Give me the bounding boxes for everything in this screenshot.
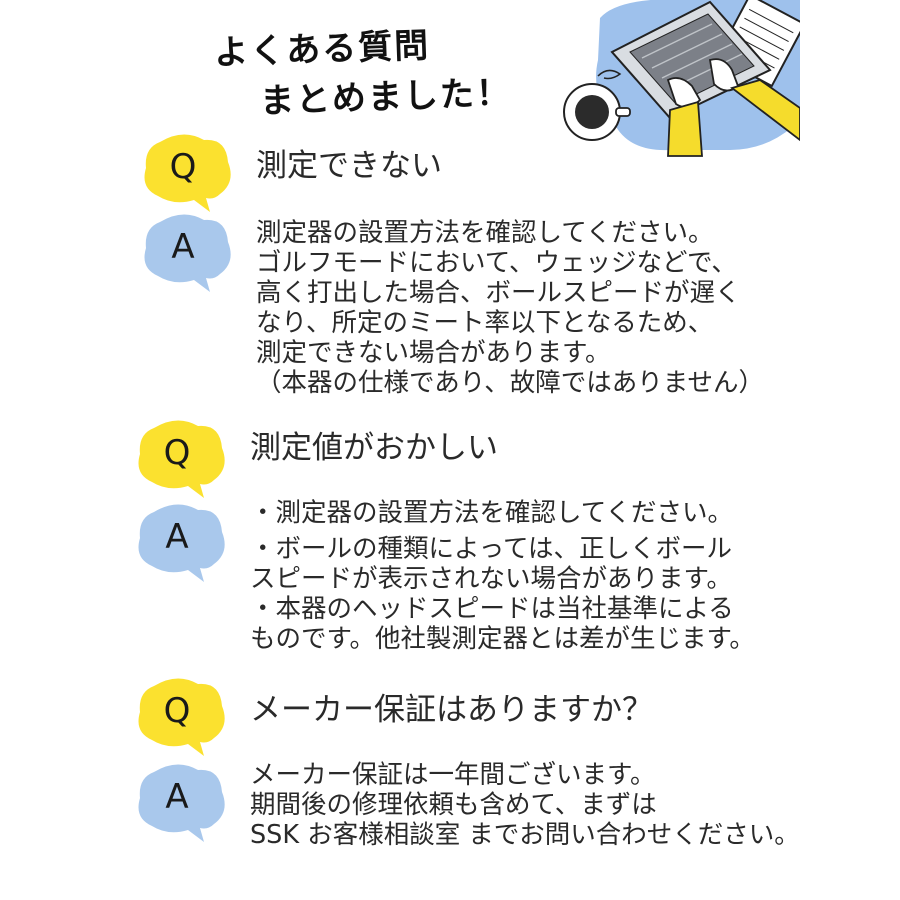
blue-cloud-icon [138, 764, 225, 842]
yellow-cloud-icon [138, 678, 225, 756]
answer-line: 高く打出した場合、ボールスピードが遅く [256, 278, 741, 308]
answer-line: スピードが表示されない場合があります。 [250, 564, 732, 594]
answer-line: メーカー保証は一年間ございます。 [250, 760, 656, 790]
answer-1: 測定器の設置方法を確認してください。 ゴルフモードにおいて、ウェッジなどで、 高… [256, 218, 764, 398]
a-mark: A [165, 777, 189, 817]
title-line-1: よくある質問 [213, 25, 431, 74]
question-3: メーカー保証はありますか？ [250, 692, 653, 728]
q-bubble-3: Q [134, 676, 230, 758]
yellow-cloud-icon [138, 420, 225, 498]
answer-line: 測定できない場合があります。 [256, 338, 611, 368]
left-sleeve [667, 100, 703, 157]
answer-line: （本器の仕様であり、故障ではありません） [256, 368, 764, 398]
a-mark: A [171, 227, 195, 267]
question-2: 測定値がおかしい [250, 430, 498, 466]
blue-cloud-icon [144, 214, 231, 292]
q-bubble-1: Q [140, 132, 236, 214]
q-mark: Q [163, 691, 191, 731]
answer-line: ゴルフモードにおいて、ウェッジなどで、 [256, 248, 737, 278]
right-sleeve [730, 79, 800, 142]
coffee-cup-icon [563, 69, 631, 141]
answer-line: SSK お客様相談室 までお問い合わせください。 [250, 820, 800, 850]
blue-cloud-icon [138, 504, 225, 582]
a-bubble-1: A [140, 212, 236, 294]
answer-line: ・ボールの種類によっては、正しくボール [250, 534, 732, 564]
page-title: よくある質問 まとめました！ [213, 16, 576, 129]
laptop-coffee-illustration [563, 0, 800, 157]
question-1: 測定できない [256, 148, 442, 184]
answer-3: メーカー保証は一年間ございます。 期間後の修理依頼も含めて、まずは SSK お客… [250, 760, 800, 850]
laptop-icon [610, 0, 772, 120]
q-bubble-2: Q [134, 418, 230, 500]
q-mark: Q [163, 433, 191, 473]
a-bubble-3: A [134, 762, 230, 844]
answer-line: ・本器のヘッドスピードは当社基準による [250, 594, 734, 624]
q-mark: Q [169, 147, 197, 187]
title-line-2: まとめました！ [259, 72, 513, 122]
a-mark: A [165, 517, 189, 557]
answer-line: 期間後の修理依頼も含めて、まずは [250, 790, 657, 820]
answer-line: ・測定器の設置方法を確認してください。 [250, 498, 733, 528]
answer-line: ものです。他社製測定器とは差が生じます。 [250, 624, 755, 654]
yellow-cloud-icon [144, 134, 231, 212]
answer-line: 測定器の設置方法を確認してください。 [256, 218, 714, 248]
answer-2: ・測定器の設置方法を確認してください。 ・ボールの種類によっては、正しくボール … [250, 498, 755, 654]
a-bubble-2: A [134, 502, 230, 584]
answer-line: なり、所定のミート率以下となるため、 [256, 308, 714, 338]
